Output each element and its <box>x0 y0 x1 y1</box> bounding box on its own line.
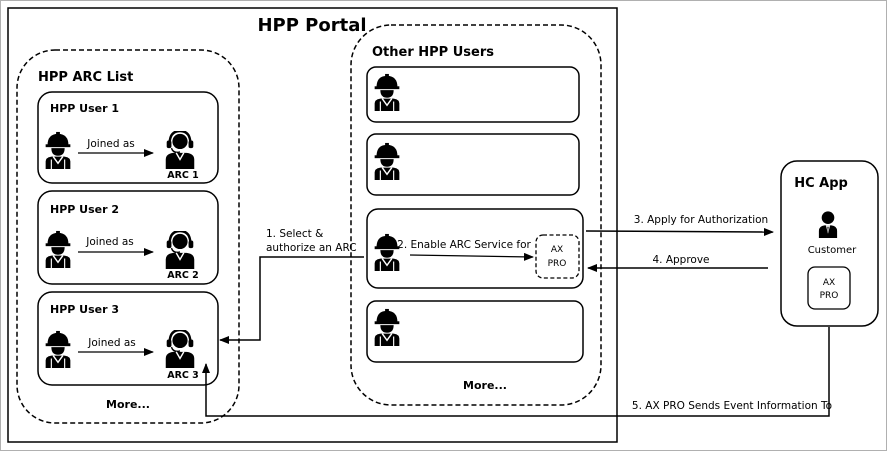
ax-pro-label-line1: AX <box>551 245 563 255</box>
arc-label-1: ARC 1 <box>167 170 199 181</box>
apply-authorization-arrow <box>585 227 774 236</box>
other-user-card-4 <box>366 300 584 363</box>
arc-user-card-1: HPP User 1 Joined as ARC 1 <box>37 91 219 184</box>
other-user-card-1 <box>366 66 580 123</box>
arc-label-2: ARC 2 <box>167 270 199 281</box>
ax-pro-label-line2: PRO <box>548 259 567 269</box>
enable-arc-arrow <box>409 252 534 261</box>
arc-list-more: More... <box>106 398 150 411</box>
ax-pro-device-dashed <box>535 234 580 279</box>
other-users-container <box>350 24 602 406</box>
arc-label-3: ARC 3 <box>167 370 199 381</box>
user-name-2: HPP User 2 <box>50 203 119 216</box>
event-info-label: 5. AX PRO Sends Event Information To <box>632 400 832 412</box>
apply-authorization-label: 3. Apply for Authorization <box>634 214 768 226</box>
hc-app-box: HC App Customer AX PRO <box>780 160 879 327</box>
enable-arc-label: 2. Enable ARC Service for <box>397 239 531 251</box>
other-users-title: Other HPP Users <box>372 45 494 60</box>
joined-label-3: Joined as <box>87 337 135 349</box>
hc-ax-pro-device <box>807 266 851 310</box>
select-arc-arrow <box>219 256 364 344</box>
joined-label-2: Joined as <box>85 236 133 248</box>
arc-list-title: HPP ARC List <box>38 70 133 85</box>
hpp-portal-box <box>7 7 618 443</box>
other-user-card-2 <box>366 133 580 196</box>
joined-label-1: Joined as <box>86 138 134 150</box>
arc-user-card-3: HPP User 3 Joined as ARC 3 <box>37 291 219 386</box>
user-name-1: HPP User 1 <box>50 102 119 115</box>
select-arc-label-line2: authorize an ARC <box>266 242 357 254</box>
hpp-portal-title: HPP Portal <box>257 15 366 36</box>
hc-app-title: HC App <box>794 176 848 191</box>
arc-user-card-2: HPP User 2 Joined as ARC 2 <box>37 190 219 285</box>
other-users-more: More... <box>463 379 507 392</box>
select-arc-label-line1: 1. Select & <box>266 228 323 240</box>
hc-ax-pro-line1: AX <box>823 278 835 288</box>
event-info-arrow <box>202 327 830 417</box>
arc-list-container <box>16 49 240 424</box>
customer-label: Customer <box>808 245 857 256</box>
user-name-3: HPP User 3 <box>50 303 119 316</box>
approve-label: 4. Approve <box>652 254 709 266</box>
hc-ax-pro-line2: PRO <box>820 291 839 301</box>
other-user-card-3: 2. Enable ARC Service for AX PRO <box>366 208 584 289</box>
